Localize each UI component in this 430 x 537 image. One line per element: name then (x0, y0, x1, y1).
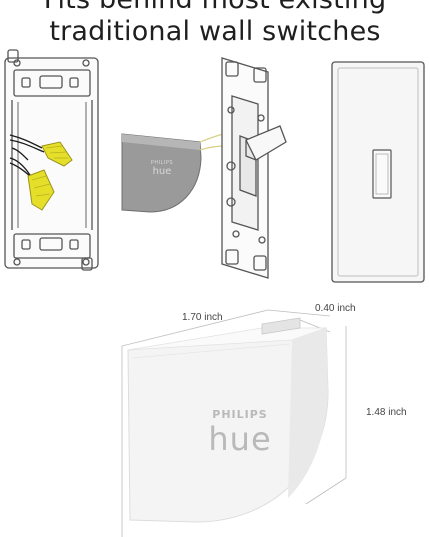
headline-line-2: traditional wall switches (49, 16, 381, 47)
large-module-brand: PHILIPS (212, 408, 268, 421)
dimension-height: 1.48 inch (366, 407, 407, 418)
wall-plate (331, 61, 425, 283)
dimension-width: 1.70 inch (182, 312, 223, 323)
wire-nut-icon (41, 141, 73, 167)
dimension-depth: 0.40 inch (315, 303, 356, 314)
large-module-product: hue (208, 420, 272, 458)
wires (9, 134, 45, 181)
small-module-brand: PHILIPS (150, 160, 174, 166)
hue-module-large (121, 309, 347, 537)
headline-line-1: Fits behind most existing (0, 0, 430, 16)
electrical-box (4, 49, 99, 271)
headline: Fits behind most existing traditional wa… (0, 0, 430, 48)
small-module-product: hue (152, 166, 172, 177)
wire-nut-icon (27, 169, 55, 211)
toggle-switch (221, 57, 287, 279)
